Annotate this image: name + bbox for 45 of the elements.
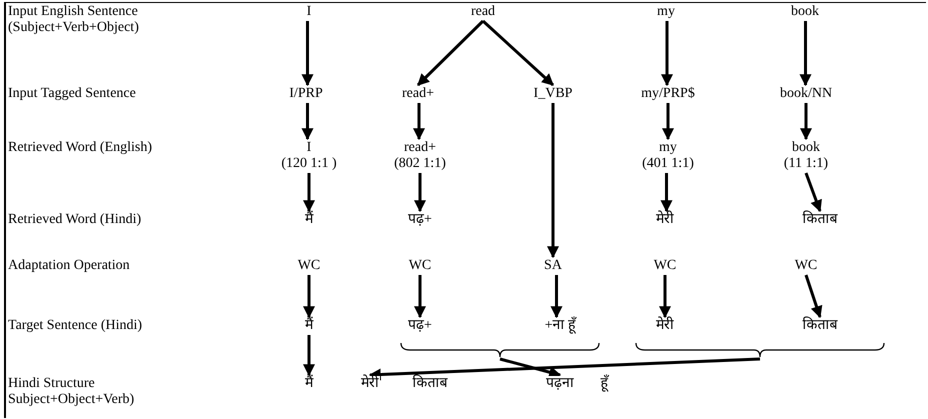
brace [635, 342, 885, 358]
row-heading: Retrieved Word (Hindi) [8, 212, 142, 228]
arrow [547, 103, 559, 258]
arrow [413, 103, 425, 140]
arrow [804, 172, 822, 212]
arrow [662, 103, 674, 140]
row-heading: Hindi Structure Subject+Object+Verb) [8, 376, 136, 408]
row-heading: Input Tagged Sentence [8, 86, 137, 102]
word: (120 1:1 ) [280, 156, 338, 172]
word: हूँ [600, 376, 608, 392]
word: पढ़ना [545, 376, 575, 392]
row-heading: Input English Sentence (Subject+Verb+Object) [8, 4, 140, 36]
arrow [661, 21, 673, 86]
word: my/PRP$ [640, 86, 696, 102]
word: read [470, 4, 496, 20]
word-label [393, 140, 447, 172]
arrow [303, 275, 315, 318]
word-label [782, 140, 830, 172]
arrow [550, 275, 562, 318]
arrow [660, 173, 672, 212]
arrow [500, 358, 562, 378]
arrow [303, 335, 315, 376]
brace [400, 342, 600, 358]
arrow [482, 20, 554, 86]
word: (401 1:1) [641, 156, 695, 172]
arrow [416, 20, 484, 86]
arrow [804, 274, 822, 318]
arrow [800, 103, 812, 140]
word: +ना हूँ [544, 318, 576, 334]
arrow [302, 21, 314, 86]
word: (11 1:1) [782, 156, 830, 172]
word: पढ़+ [407, 318, 433, 334]
row-heading: Target Sentence (Hindi) [8, 318, 144, 334]
row-heading: Retrieved Word (English) [8, 140, 154, 156]
word: (802 1:1) [393, 156, 447, 172]
arrow [414, 275, 426, 318]
arrow [659, 275, 671, 318]
arrow [303, 173, 315, 212]
word-label [280, 140, 338, 172]
word: I_VBP [532, 86, 574, 102]
arrow [414, 173, 426, 212]
row-heading: Adaptation Operation [8, 258, 131, 274]
arrow [800, 21, 812, 86]
arrow [302, 103, 314, 140]
word: पढ़+ [407, 212, 433, 228]
